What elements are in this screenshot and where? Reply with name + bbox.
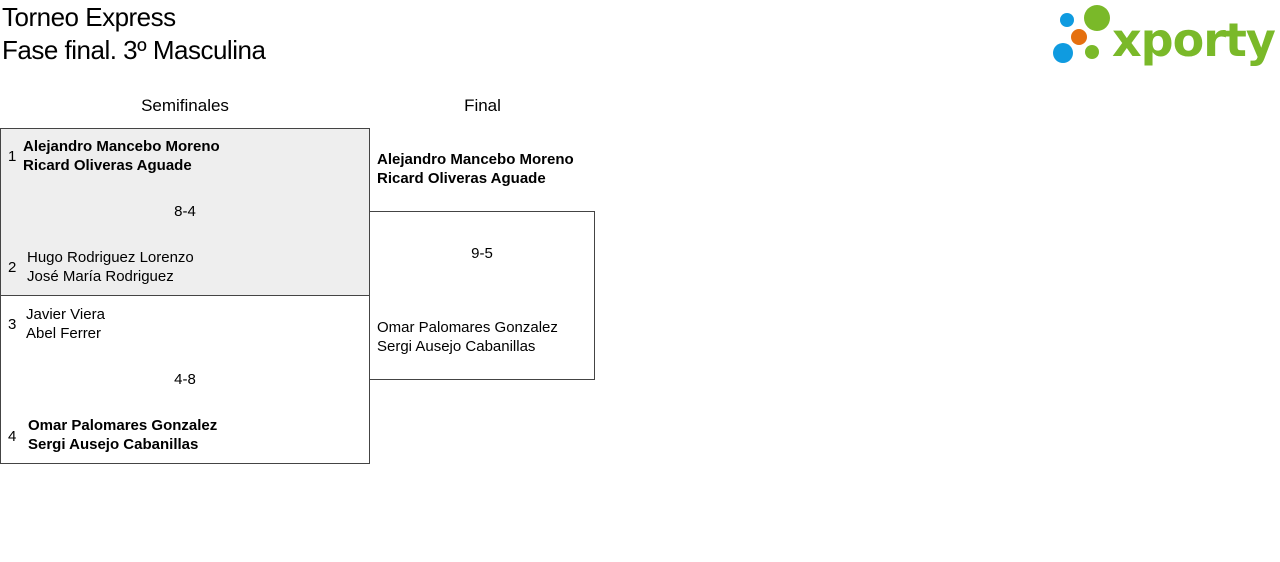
team: Omar Palomares Gonzalez Sergi Ausejo Cab… — [377, 318, 558, 356]
semifinal-match-1[interactable] — [0, 128, 370, 296]
player-name: Sergi Ausejo Cabanillas — [28, 436, 199, 453]
logo-text: xporty — [1112, 13, 1276, 67]
match-score: 8-4 — [174, 203, 196, 220]
logo-dots-icon: xporty — [1053, 5, 1277, 67]
player-name: Ricard Oliveras Aguade — [377, 170, 546, 187]
player-name: José María Rodriguez — [27, 268, 174, 285]
seed: 1 — [8, 148, 17, 165]
player-name: Omar Palomares Gonzalez — [377, 319, 558, 336]
round-header-final: Final — [464, 96, 501, 115]
seed: 2 — [8, 259, 17, 276]
final-match[interactable] — [369, 211, 595, 380]
player-name: Omar Palomares Gonzalez — [28, 417, 218, 434]
match-score: 4-8 — [174, 371, 196, 388]
team-winner: Alejandro Mancebo Moreno Ricard Oliveras… — [23, 137, 220, 175]
player-name: Alejandro Mancebo Moreno — [377, 151, 574, 168]
match-score: 9-5 — [471, 245, 493, 262]
player-name: Ricard Oliveras Aguade — [23, 157, 192, 174]
team: Javier Viera Abel Ferrer — [26, 305, 105, 343]
final-winner: Alejandro Mancebo Moreno Ricard Oliveras… — [377, 150, 574, 188]
xporty-logo: xporty — [1050, 4, 1277, 68]
team-winner: Omar Palomares Gonzalez Sergi Ausejo Cab… — [28, 416, 217, 454]
player-name: Sergi Ausejo Cabanillas — [377, 338, 536, 355]
team: Hugo Rodriguez Lorenzo José María Rodrig… — [27, 248, 194, 286]
player-name: Hugo Rodriguez Lorenzo — [27, 249, 194, 266]
phase-title: Fase final. 3º Masculina — [2, 35, 266, 65]
seed: 3 — [8, 316, 17, 333]
player-name: Javier Viera — [26, 306, 105, 323]
tournament-title: Torneo Express — [2, 2, 176, 32]
round-header-semifinales: Semifinales — [141, 96, 229, 115]
player-name: Abel Ferrer — [26, 325, 102, 342]
seed: 4 — [8, 428, 17, 445]
player-name: Alejandro Mancebo Moreno — [23, 138, 220, 155]
